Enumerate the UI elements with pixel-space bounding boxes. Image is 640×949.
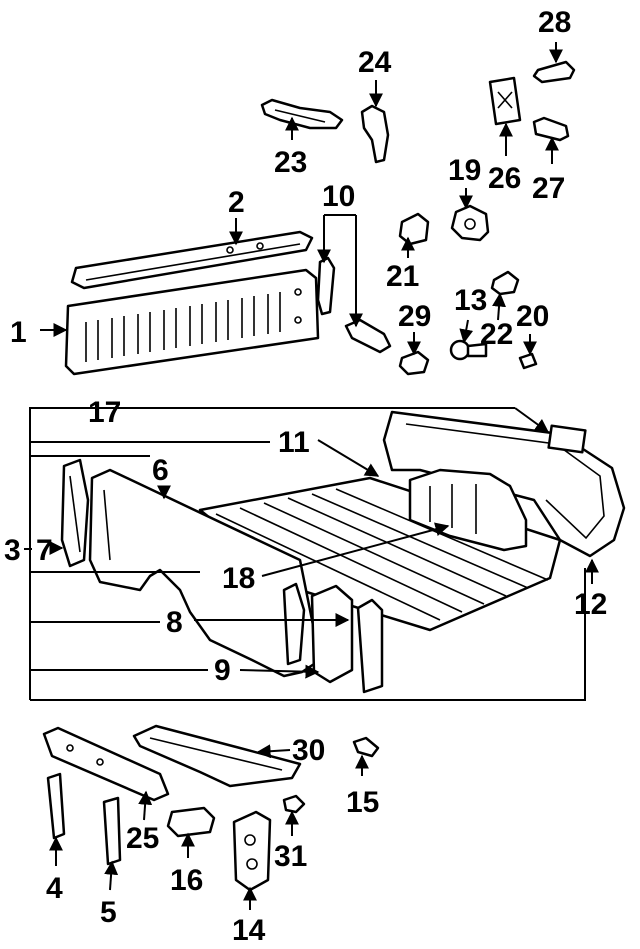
callout-28: 28	[538, 6, 571, 39]
callout-7: 7	[36, 534, 53, 567]
part-27-bracket	[532, 116, 570, 142]
callout-1: 1	[10, 316, 27, 349]
part-4-strip	[46, 772, 66, 840]
part-29-hook	[398, 350, 430, 376]
callout-3: 3	[4, 534, 21, 567]
callout-5: 5	[100, 896, 117, 929]
callout-19: 19	[448, 154, 481, 187]
part-26-plate	[488, 76, 522, 126]
callout-17: 17	[88, 396, 121, 429]
part-22-latch	[490, 270, 520, 296]
callout-24: 24	[358, 46, 392, 79]
part-10-cables	[316, 256, 392, 354]
part-2-top-rail	[70, 230, 314, 290]
callout-10: 10	[322, 180, 355, 213]
part-17-bracket-frame	[29, 407, 586, 701]
callout-31: 31	[274, 840, 307, 873]
callout-25: 25	[126, 822, 159, 855]
part-28-clip	[532, 60, 576, 84]
callout-15: 15	[346, 786, 379, 819]
part-30-crossmember	[132, 724, 302, 788]
part-23-bracket	[260, 98, 344, 130]
callout-6: 6	[152, 454, 169, 487]
callout-30: 30	[292, 734, 325, 767]
callout-16: 16	[170, 864, 203, 897]
callout-12: 12	[574, 588, 607, 621]
part-21-latch	[398, 212, 430, 246]
callout-18: 18	[222, 562, 255, 595]
callout-20: 20	[516, 300, 549, 333]
callout-23: 23	[274, 146, 307, 179]
part-5-strip	[102, 796, 122, 866]
callout-26: 26	[488, 162, 521, 195]
part-31-plug	[282, 794, 306, 814]
callout-29: 29	[398, 300, 431, 333]
leader-lines	[30, 42, 599, 910]
part-8-9-panels	[282, 582, 384, 694]
callout-13: 13	[454, 284, 487, 317]
part-16-pad	[166, 806, 216, 838]
part-6-side-panel	[88, 468, 322, 678]
part-14-bracket	[232, 810, 272, 892]
callout-22: 22	[480, 318, 513, 351]
callout-8: 8	[166, 606, 183, 639]
part-20-pin	[518, 352, 538, 370]
callout-2: 2	[228, 186, 245, 219]
callout-14: 14	[232, 914, 266, 947]
callout-27: 27	[532, 172, 565, 205]
part-24-support	[360, 104, 390, 164]
part-1-tailgate	[64, 268, 320, 376]
callout-4: 4	[46, 872, 63, 905]
part-19-bracket	[450, 204, 490, 242]
callout-21: 21	[386, 260, 419, 293]
part-7-panel	[60, 458, 90, 568]
callout-11: 11	[278, 426, 310, 459]
part-15-clip	[352, 736, 380, 758]
callout-labels: 1 2 3 7 6 17 11 18 8 9 12 10 23 24 28 26…	[4, 6, 607, 947]
part-25-sill	[42, 726, 170, 802]
callout-9: 9	[214, 654, 231, 687]
part-13-bolt	[449, 339, 488, 361]
